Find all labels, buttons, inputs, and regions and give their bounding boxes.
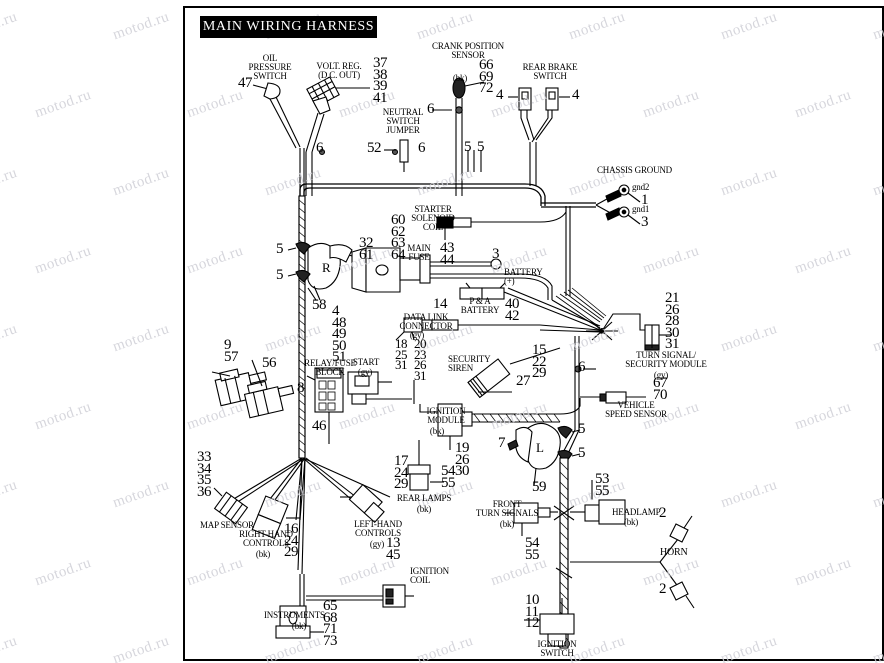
security-siren-label: SECURITY SIREN: [448, 354, 491, 373]
map-sensor-label: MAP SENSOR: [200, 520, 254, 530]
data-link-connector-label: DATA LINK CONNECTOR: [399, 312, 453, 331]
rear-brake-switch-left-callout: 4: [496, 87, 504, 103]
right-hand-switch-number: 58: [312, 297, 327, 313]
crank-position-sensor-numbers: 66 69 72: [479, 57, 494, 96]
starter-solenoid-coil-label: STARTER SOLENOID COIL: [411, 204, 455, 232]
right-hand-controls-numbers: 16 24 29: [284, 521, 299, 560]
instruments-sub: (bk): [291, 621, 307, 631]
left-hand-switch-number: 59: [532, 479, 547, 495]
left-hand-controls-numbers: 17 24 29: [394, 453, 409, 492]
left-hand-controls-label: LEFT-HAND CONTROLS: [354, 519, 402, 538]
connector-57-number: 57: [224, 349, 239, 365]
data-link-numbers-col2: 20 23 26 31: [414, 336, 427, 383]
pa-battery-numbers: 40 42: [505, 296, 520, 324]
ignition-module-sub: (bk): [429, 426, 445, 436]
diagram-frame: [183, 6, 884, 661]
instruments-numbers: 65 68 71 73: [323, 598, 338, 649]
relay-fuse-block-bottom-number: 46: [312, 418, 327, 434]
start-connector-sub: (gy): [357, 367, 373, 377]
misc-callout-7: 7: [498, 435, 506, 451]
gnd1-number: 3: [641, 214, 649, 230]
instruments-label: INSTRUMENTS: [264, 610, 325, 620]
headlamp-sub: (bk): [623, 517, 639, 527]
right-hand-switch-callout-bottom: 5: [276, 267, 284, 283]
starter-solenoid-numbers-right: 43 44: [440, 240, 455, 268]
turn-signal-module-sub: (gy): [653, 370, 669, 380]
data-link-connector-sub: (gy): [409, 330, 425, 340]
left-hand-controls-sub: (gy): [369, 539, 385, 549]
rear-brake-switch-label: REAR BRAKE SWITCH: [522, 62, 578, 81]
harness-mark-5a: 5: [464, 139, 472, 155]
connector-9-number: 9: [224, 337, 232, 353]
relay-fuse-block-callout: 8: [297, 380, 305, 396]
harness-mark-5b: 5: [477, 139, 485, 155]
page-title: MAIN WIRING HARNESS: [200, 16, 377, 38]
right-hand-controls-sub: (bk): [255, 549, 271, 559]
ignition-module-label: IGNITION MODULE: [426, 406, 466, 425]
rear-lamps-label: REAR LAMPS: [396, 493, 452, 503]
svg-text:R: R: [322, 260, 331, 275]
battery-positive-callout: 3: [492, 246, 500, 262]
left-hand-switch-callout-bottom: 5: [578, 445, 586, 461]
front-turn-signals-label: FRONT TURN SIGNALS: [475, 499, 539, 518]
volt-reg-numbers: 37 38 39 41: [373, 55, 388, 106]
security-siren-callout: 27: [516, 373, 531, 389]
neutral-switch-jumper-callout: 52: [367, 140, 382, 156]
front-turn-signals-sub: (bk): [499, 519, 515, 529]
security-siren-numbers: 15 22 29: [532, 342, 547, 381]
page-title-text: MAIN WIRING HARNESS: [202, 19, 375, 34]
map-sensor-numbers: 33 34 35 36: [197, 449, 212, 500]
gnd2-number: 1: [641, 192, 649, 208]
svg-text:L: L: [536, 440, 544, 455]
neutral-switch-jumper-label: NEUTRAL SWITCH JUMPER: [382, 107, 424, 135]
battery-positive-label: BATTERY (+): [504, 267, 543, 286]
right-hand-controls-label: RIGHT-HAND CONTROLS: [239, 529, 293, 548]
pa-battery-callout: 14: [433, 296, 448, 312]
data-link-numbers-col1: 18 25 31: [395, 336, 408, 372]
right-hand-switch-callout-top: 5: [276, 241, 284, 257]
gnd1-label: gnd1: [632, 204, 650, 214]
vehicle-speed-sensor-numbers: 67 70: [653, 375, 668, 403]
headlamp-label: HEADLAMP: [612, 507, 661, 517]
front-turn-signals-numbers: 54 55: [525, 535, 540, 563]
oil-pressure-switch-callout: 47: [238, 75, 253, 91]
harness-mark-6-sensor: 6: [427, 101, 435, 117]
rear-brake-switch-right-callout: 4: [572, 87, 580, 103]
gnd2-label: gnd2: [632, 182, 650, 192]
pa-battery-label: P & A BATTERY: [460, 296, 500, 315]
left-hand-switch-callout-top: 5: [578, 421, 586, 437]
start-connector-label: START: [352, 357, 380, 367]
ignition-coil-numbers: 13 45: [386, 535, 401, 563]
harness-mark-6-left: 6: [316, 140, 324, 156]
ignition-module-numbers: 19 26 30: [455, 440, 470, 479]
crank-position-sensor-label: CRANK POSITION SENSOR: [432, 41, 504, 60]
ignition-switch-numbers: 10 11 12: [525, 592, 540, 631]
harness-mark-6-mid: 6: [418, 140, 426, 156]
horn-callout-top: 2: [659, 505, 667, 521]
relay-fuse-block-label: RELAY/FUSE BLOCK: [304, 358, 356, 377]
ignition-switch-label: IGNITION SWITCH: [537, 639, 577, 658]
volt-reg-label: VOLT. REG. (D.C. OUT): [316, 61, 362, 80]
crank-position-sensor-sub: (bk): [452, 73, 468, 83]
turn-signal-module-label: TURN SIGNAL/ SECURITY MODULE: [625, 350, 707, 369]
fuse-column-numbers: 4 48 49 50 51: [332, 303, 347, 365]
connector-56-number: 56: [262, 355, 277, 371]
big-connector-numbers: 32 61: [359, 235, 374, 263]
main-fuse-label: MAIN FUSE: [407, 243, 431, 262]
horn-callout-bottom: 2: [659, 581, 667, 597]
ignition-coil-label: IGNITION COIL: [410, 566, 449, 585]
rear-lamps-sub: (bk): [416, 504, 432, 514]
right-trunk-mark-6: 6: [578, 359, 586, 375]
vehicle-speed-sensor-label: VEHICLE SPEED SENSOR: [605, 400, 667, 419]
rear-lamps-numbers: 54 55: [441, 463, 456, 491]
horn-label: HORN: [660, 547, 688, 558]
starter-solenoid-numbers-left: 60 62 63 64: [391, 212, 406, 263]
oil-pressure-switch-label: OIL PRESSURE SWITCH: [248, 53, 292, 81]
turn-signal-module-numbers: 21 26 28 30 31: [665, 290, 680, 352]
headlamp-numbers: 53 55: [595, 471, 610, 499]
chassis-ground-label: CHASSIS GROUND: [597, 165, 672, 175]
